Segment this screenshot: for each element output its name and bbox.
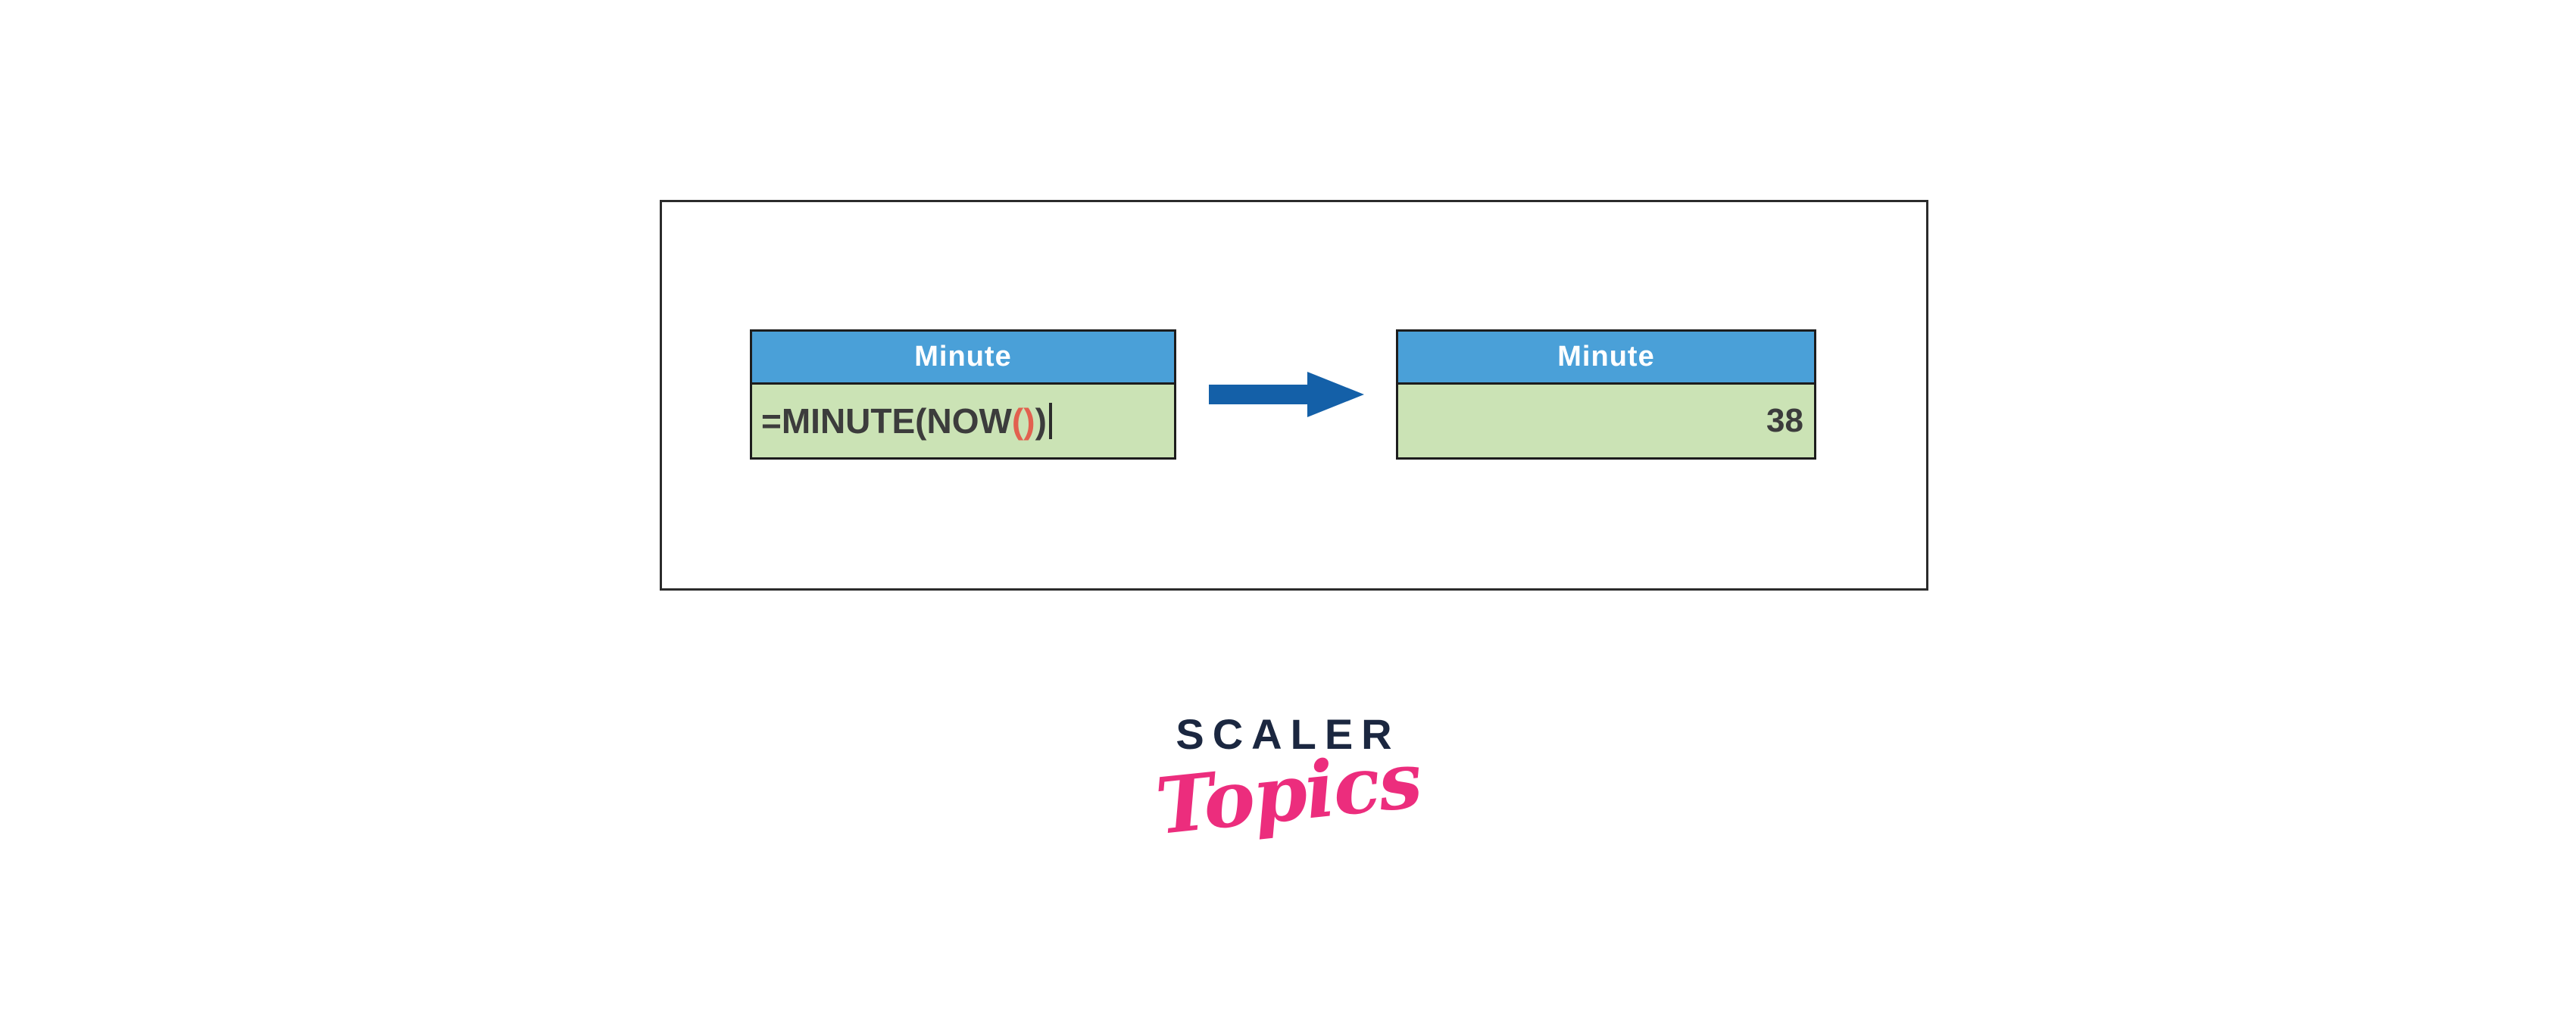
arrow-area: [1176, 329, 1396, 460]
formula-cell: =MINUTE(NOW()): [752, 385, 1174, 457]
result-table: Minute 38: [1396, 329, 1816, 460]
figure-frame: Minute =MINUTE(NOW()) Minute 38: [660, 200, 1928, 591]
text-cursor: [1048, 403, 1052, 439]
formula-text-inner-parens: (): [1011, 401, 1035, 441]
excel-before-after-strip: Minute =MINUTE(NOW()) Minute 38: [750, 329, 1816, 460]
result-cell: 38: [1398, 385, 1814, 457]
formula-table: Minute =MINUTE(NOW()): [750, 329, 1176, 460]
formula-text-main: =MINUTE(NOW: [761, 401, 1012, 441]
right-arrow-icon: [1208, 372, 1364, 417]
brand-subtitle: Topics: [1151, 734, 1425, 853]
scaler-topics-logo: SCALER Topics: [0, 710, 2576, 853]
formula-table-header: Minute: [752, 332, 1174, 385]
result-table-header: Minute: [1398, 332, 1814, 385]
brand-title: SCALER: [1176, 710, 1400, 758]
formula-text-closing-paren: ): [1035, 401, 1047, 441]
